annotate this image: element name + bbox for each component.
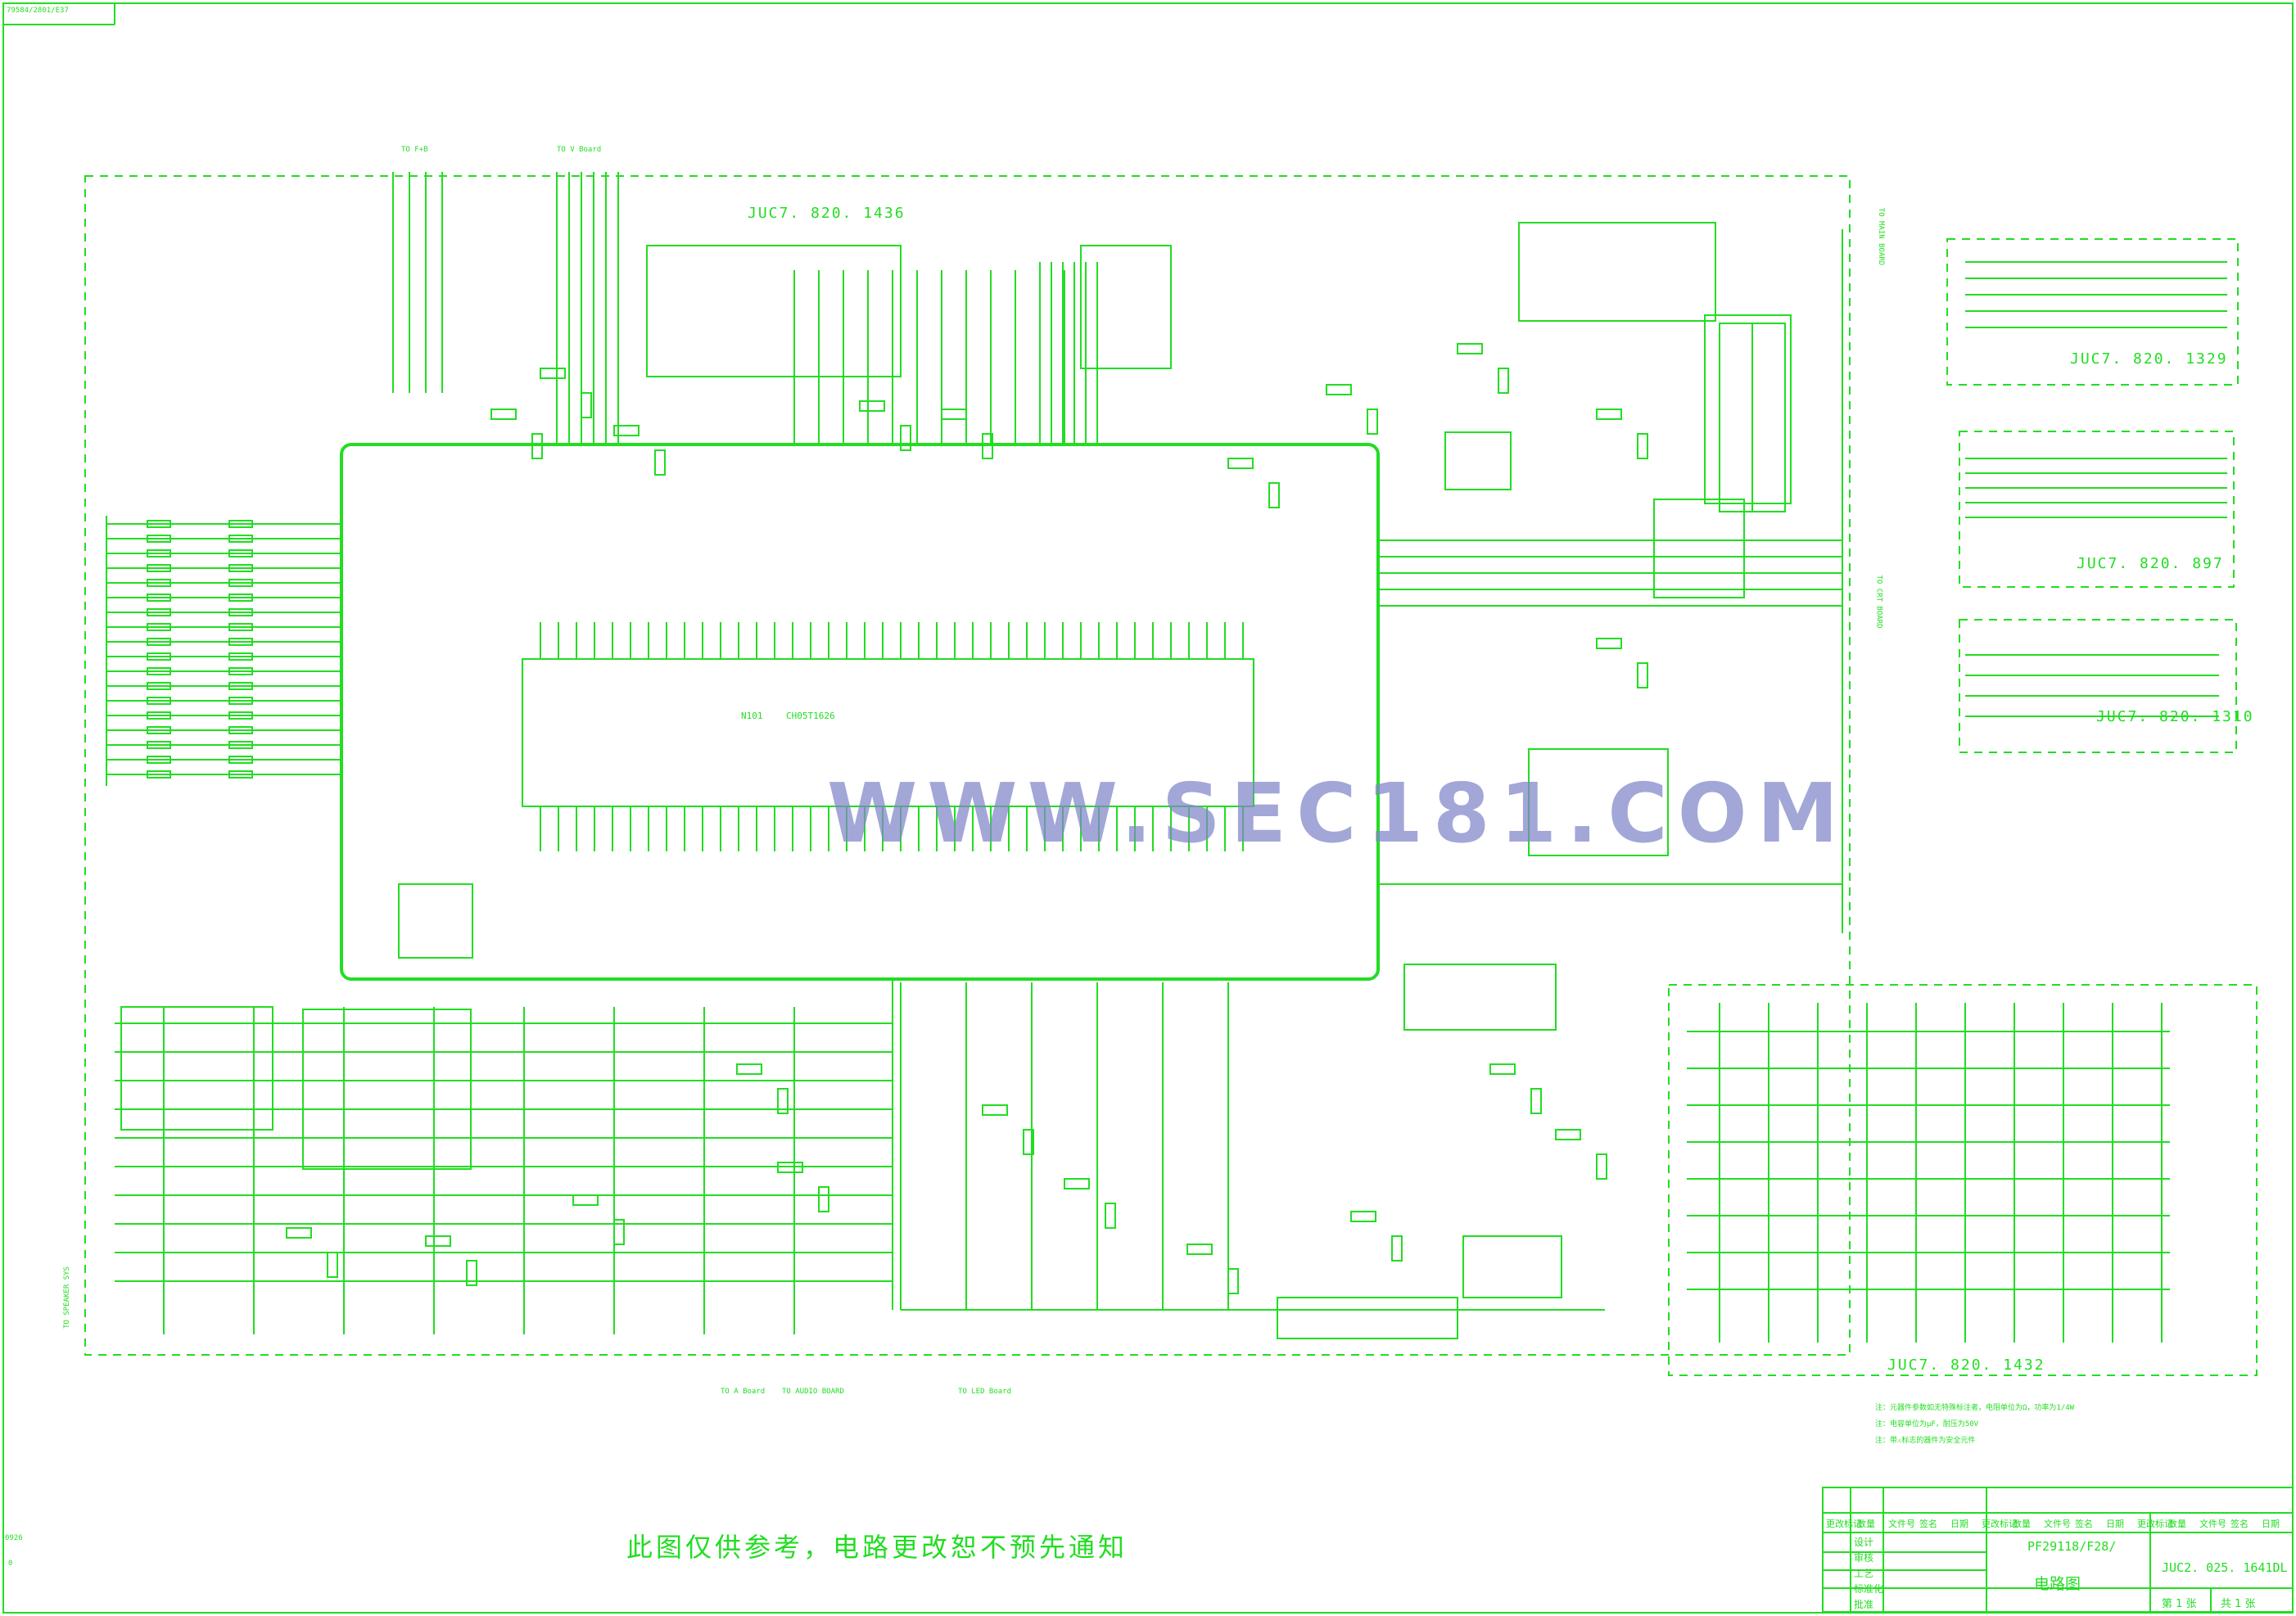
conn-to-a-board: TO A Board — [721, 1388, 766, 1396]
title-block-role: 审核 — [1854, 1552, 1874, 1564]
conn-to-crt: TO CRT BOARD — [1874, 575, 1883, 629]
conn-to-main-1: TO MAIN BOARD — [1877, 207, 1886, 266]
title-block-header-cell: 文件号 — [1888, 1519, 1915, 1529]
title-block-role: 设计 — [1854, 1537, 1874, 1548]
flyback-transformer — [1719, 323, 1786, 512]
title-block-header-cell: 更改标记 — [1826, 1519, 1862, 1529]
conn-to-fat: TO F+B — [401, 146, 428, 154]
title-block-header-cell: 签名 — [2230, 1519, 2249, 1529]
side-mark-1: 0926 — [5, 1534, 23, 1542]
model-number: PF29118/F28/ — [2027, 1539, 2117, 1554]
title-block-header-cell: 更改标记 — [2137, 1519, 2173, 1529]
note-2: 注：电容单位为µF，耐压为50V — [1875, 1420, 1979, 1429]
title-block-header-cell: 日期 — [2262, 1519, 2280, 1529]
title-block-header-cell: 更改标记 — [1982, 1519, 2018, 1529]
key-board-label: JUC7. 820. 897 — [2077, 555, 2224, 572]
mcu-outline — [340, 443, 1380, 981]
ir-board-label: JUC7. 820. 1329 — [2070, 350, 2228, 368]
title-block-header-cell: 数量 — [2013, 1519, 2031, 1529]
main-board-label: JUC7. 820. 1436 — [748, 205, 906, 222]
av-board-boundary — [1959, 619, 2237, 753]
title-block-role: 标准化 — [1854, 1583, 1884, 1595]
mcu-ref: N101 — [741, 711, 763, 721]
sheet-number: 第 1 张 — [2162, 1598, 2197, 1610]
drawing-number: JUC2. 025. 1641DL — [2162, 1560, 2288, 1575]
title-block-role: 批准 — [1854, 1599, 1874, 1610]
ir-board-boundary — [1946, 238, 2239, 386]
conn-to-speaker: TO SPEAKER SYS — [62, 1266, 71, 1329]
title-block-header-cell: 日期 — [2106, 1519, 2124, 1529]
av-board-label: JUC7. 820. 1310 — [2096, 708, 2254, 725]
title-block-header-cell: 文件号 — [2199, 1519, 2226, 1529]
note-1: 注：元器件参数如无特殊标注者，电阻单位为Ω，功率为1/4W — [1875, 1404, 2075, 1412]
corner-code: 79584/2801/E37 — [7, 7, 69, 15]
conn-to-audio: TO AUDIO BOARD — [782, 1388, 844, 1396]
title-block-header-cell: 数量 — [2168, 1519, 2186, 1529]
key-board-boundary — [1959, 431, 2235, 588]
side-mark-2: 0 — [8, 1560, 13, 1568]
title-block-header-cell: 日期 — [1950, 1519, 1968, 1529]
mcu-model: CH05T1626 — [786, 711, 835, 721]
conn-to-led: TO LED Board — [958, 1388, 1012, 1396]
title-block-header-cell: 数量 — [1857, 1519, 1875, 1529]
note-3: 注：带⚠标志的器件为安全元件 — [1875, 1437, 1976, 1445]
title-block-role: 工艺 — [1854, 1568, 1874, 1579]
title-block-header-cell: 文件号 — [2044, 1519, 2071, 1529]
title-block-header-cell: 签名 — [1919, 1519, 1937, 1529]
mcu-pin-box — [522, 658, 1254, 807]
title-block-header-cell: 签名 — [2075, 1519, 2093, 1529]
drawing-name: 电路图 — [2034, 1575, 2081, 1593]
crt-board-boundary — [1668, 984, 2258, 1376]
conn-to-vboard: TO V Board — [557, 146, 602, 154]
sheet-total: 共 1 张 — [2221, 1598, 2256, 1610]
main-board-boundary — [84, 175, 1851, 1356]
crt-board-label: JUC7. 820. 1432 — [1887, 1356, 2045, 1374]
reference-notice: 此图仅供参考，电路更改恕不预先通知 — [626, 1532, 1128, 1563]
watermark: WWW.SEC181.COM — [827, 765, 1849, 861]
